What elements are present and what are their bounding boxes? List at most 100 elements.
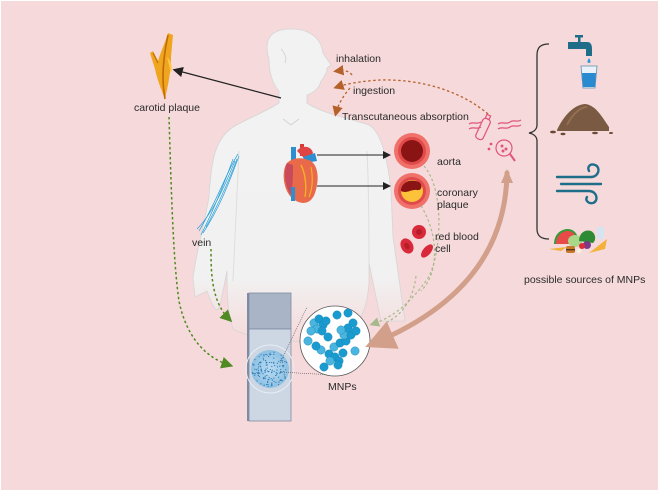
exposure-arrows — [332, 65, 489, 117]
slide-particle — [278, 376, 280, 378]
slide-particle — [267, 378, 269, 381]
slide-particle — [258, 356, 260, 358]
zoom-line-top — [279, 306, 308, 364]
red-blood-cells-icon — [400, 225, 433, 258]
slide-particle — [263, 376, 265, 379]
slide-particle — [257, 366, 260, 368]
ingestion-arrow — [333, 79, 489, 115]
slide-particle — [264, 370, 266, 372]
slide-particle — [266, 374, 268, 377]
return-arrow-head — [501, 169, 513, 183]
possible-sources-label: possible sources of MNPs — [524, 274, 646, 286]
mnp-particle — [351, 326, 361, 336]
sources-brace — [528, 43, 550, 240]
slide-particle — [258, 361, 261, 364]
slide-particle — [267, 385, 269, 388]
slide-particle — [256, 380, 258, 382]
mnp-particle — [336, 325, 346, 335]
slide-particle — [263, 355, 265, 357]
slide-particle — [262, 359, 265, 361]
slide-particle — [285, 369, 287, 371]
slide-particle — [267, 381, 269, 384]
slide-particle — [271, 382, 273, 384]
slide-particle — [260, 369, 262, 371]
mnp-particle — [306, 326, 316, 336]
slide-particle — [257, 368, 259, 370]
slide-particle — [285, 361, 288, 363]
vessel-to-mnps-arrows — [369, 165, 440, 327]
slide-particle — [271, 379, 274, 381]
red-blood-cell-label-line1: red blood — [435, 231, 479, 243]
mnp-particle — [348, 318, 358, 328]
slide-particle — [276, 369, 278, 371]
slide-particle — [273, 377, 275, 379]
slide-particle — [260, 361, 262, 363]
slide-particle — [284, 377, 286, 380]
mnp-particle — [332, 310, 342, 320]
slide-particle — [271, 365, 273, 368]
slide-particle — [265, 353, 267, 356]
slide-particle — [256, 372, 258, 374]
slide-particle — [266, 370, 269, 372]
transcutaneous-arrow — [332, 87, 351, 117]
slide-particle — [264, 377, 266, 379]
ingestion-label: ingestion — [353, 85, 396, 97]
slide-particle — [276, 366, 279, 368]
slide-particle — [281, 365, 284, 367]
slide-particle — [278, 360, 280, 362]
slide-particle — [266, 364, 268, 366]
aorta-icon — [394, 133, 430, 169]
slide-particle — [273, 362, 275, 364]
mnp-particle — [333, 360, 343, 370]
slide-particle — [273, 357, 275, 359]
slide-particle — [280, 368, 282, 371]
slide-particle — [254, 373, 256, 375]
vein-illustration — [196, 153, 240, 236]
mnp-particle — [311, 341, 321, 351]
microscope-slide-icon — [245, 292, 295, 422]
mnps-magnified-view — [299, 305, 371, 377]
coronary-plaque-label-line1: coronary — [437, 187, 478, 199]
slide-particle — [257, 369, 260, 372]
coronary-plaque-label-line2: plaque — [437, 199, 469, 211]
slide-particle — [260, 383, 262, 385]
slide-particle — [281, 380, 284, 382]
slide-particle — [276, 374, 278, 376]
neck-to-carotid-arrow — [172, 66, 282, 99]
slide-particle — [257, 374, 259, 377]
slide-particle — [265, 368, 267, 370]
red-blood-cell-label-line2: cell — [435, 243, 451, 255]
slide-particle — [284, 376, 286, 378]
slide-particle — [262, 378, 265, 380]
slide-particle — [269, 352, 271, 354]
slide-particle — [259, 372, 261, 374]
mnp-particles — [303, 308, 361, 372]
slide-particle — [259, 365, 261, 367]
slide-particle — [277, 384, 280, 386]
inhalation-label: inhalation — [336, 53, 381, 65]
slide-particle — [283, 374, 285, 376]
slide-particle — [258, 375, 261, 378]
vein-label: vein — [192, 237, 212, 249]
carotid-plaque-label: carotid plaque — [134, 102, 200, 114]
mnp-particle — [317, 326, 327, 336]
tissue-to-slide-arrows — [168, 116, 234, 369]
slide-particle — [260, 366, 262, 368]
slide-particle — [262, 357, 264, 359]
slide-particles — [251, 351, 288, 388]
coronary-plaque-icon — [394, 173, 430, 209]
slide-particle — [274, 374, 277, 377]
slide-particle — [266, 367, 268, 369]
slide-particle — [263, 384, 265, 386]
slide-particle — [273, 380, 275, 383]
heart-icon — [283, 144, 318, 203]
slide-particle — [268, 355, 270, 358]
slide-particle — [271, 369, 273, 371]
slide-particle — [271, 371, 273, 373]
mnp-particle — [343, 308, 353, 318]
wind-icon — [555, 163, 603, 205]
mnp-particle — [323, 332, 333, 342]
slide-particle — [279, 379, 281, 381]
